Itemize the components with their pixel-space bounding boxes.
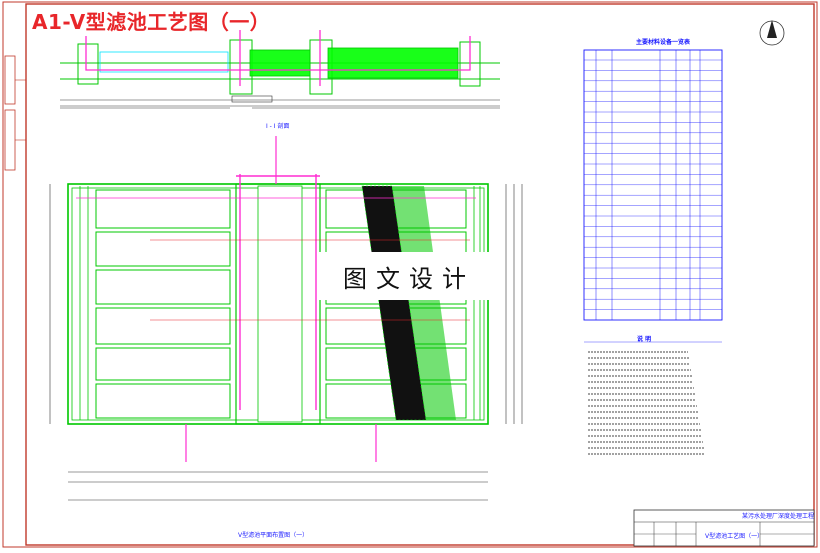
notes-block: [584, 341, 722, 455]
equipment-table: [583, 49, 723, 321]
equipment-table-title: 主要材料设备一览表: [636, 39, 691, 46]
north-arrow-icon: [759, 20, 785, 46]
dimension-lines: [49, 184, 523, 501]
title-block: [633, 509, 815, 547]
section-view: [60, 30, 500, 109]
plan-label: V型滤池平面布置图（一）: [238, 532, 309, 539]
watermark: 图文设计: [318, 252, 500, 300]
plan-pipes: [76, 136, 476, 462]
drawing-title: A1-V型滤池工艺图（一）: [32, 10, 271, 34]
title-block-drawing-name: V型滤池工艺图（一）: [705, 533, 764, 540]
plan-view: [49, 136, 523, 501]
left-filter-cells: [79, 186, 231, 420]
filter-media-hatch: [361, 185, 456, 421]
title-block-project: 某污水处理厂深度处理工程: [742, 513, 815, 520]
watermark-text: 图文设计: [343, 264, 475, 293]
notes-title: 说 明: [637, 336, 652, 343]
section-label: I - I 剖面: [266, 123, 290, 130]
